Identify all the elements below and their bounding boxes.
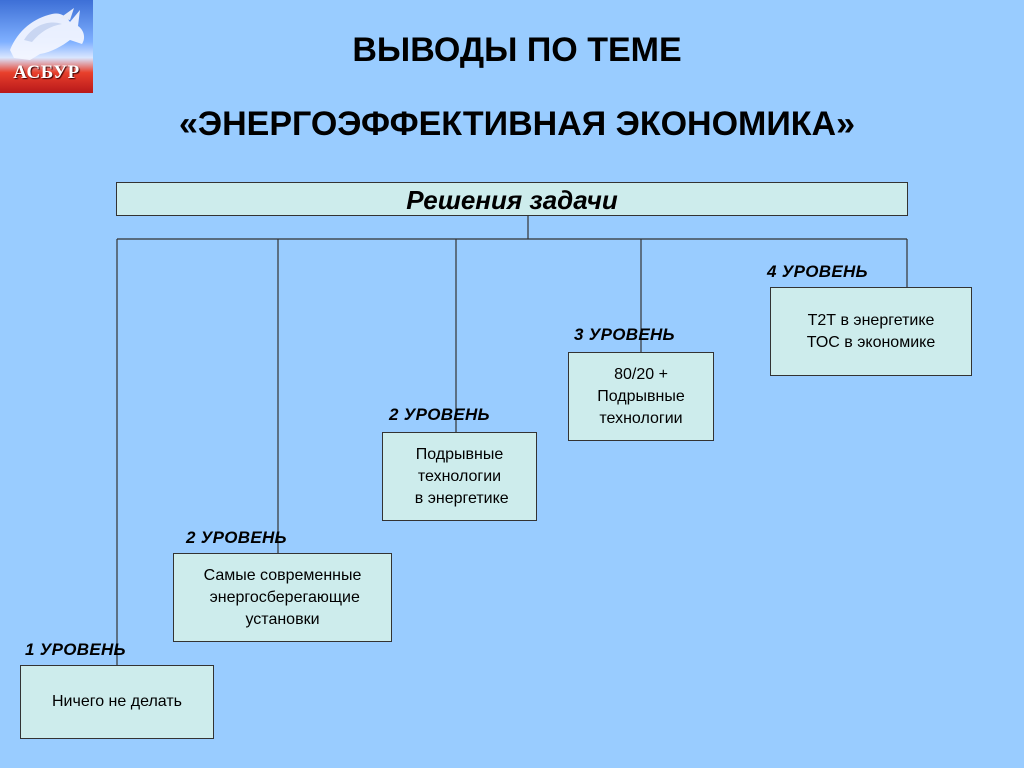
- solutions-header-box: Решения задачи: [116, 182, 908, 216]
- solutions-header-text: Решения задачи: [406, 185, 618, 215]
- level-4-box: Т2Т в энергетике ТОС в экономике: [770, 287, 972, 376]
- level-3-line-3: технологии: [599, 409, 683, 427]
- slide-title-line-1: ВЫВОДЫ ПО ТЕМЕ: [352, 31, 682, 69]
- level-2b-box: Подрывные технологии в энергетике: [382, 432, 537, 521]
- level-1-label: 1 УРОВЕНЬ: [25, 640, 126, 659]
- level-1-line-1: Ничего не делать: [52, 693, 182, 710]
- level-2a-box: Самые современные энергосберегающие уста…: [173, 553, 392, 642]
- level-2a-line-3: установки: [245, 610, 320, 628]
- level-3-box: 80/20 + Подрывные технологии: [568, 352, 714, 441]
- asbur-logo: АСБУР: [0, 0, 93, 93]
- level-3-line-1: 80/20 +: [614, 365, 668, 383]
- winged-horse-icon: [10, 8, 85, 60]
- level-3-line-2: Подрывные: [597, 387, 685, 405]
- slide-title-line-2: «ЭНЕРГОЭФФЕКТИВНАЯ ЭКОНОМИКА»: [179, 105, 855, 143]
- level-2b-label: 2 УРОВЕНЬ: [389, 405, 490, 424]
- level-2b-line-1: Подрывные: [415, 445, 504, 463]
- level-4-line-1: Т2Т в энергетике: [807, 311, 935, 329]
- level-2a-line-1: Самые современные: [203, 566, 362, 584]
- level-2a-line-2: энергосберегающие: [205, 588, 360, 606]
- level-4-line-2: ТОС в экономике: [806, 333, 936, 351]
- level-3-label: 3 УРОВЕНЬ: [574, 325, 675, 344]
- level-2a-label: 2 УРОВЕНЬ: [186, 528, 287, 547]
- level-4-label: 4 УРОВЕНЬ: [767, 262, 868, 281]
- level-2b-line-2: технологии: [417, 467, 502, 485]
- level-2b-line-3: в энергетике: [410, 489, 509, 507]
- level-1-box: Ничего не делать: [20, 665, 214, 739]
- logo-text: АСБУР: [13, 62, 80, 83]
